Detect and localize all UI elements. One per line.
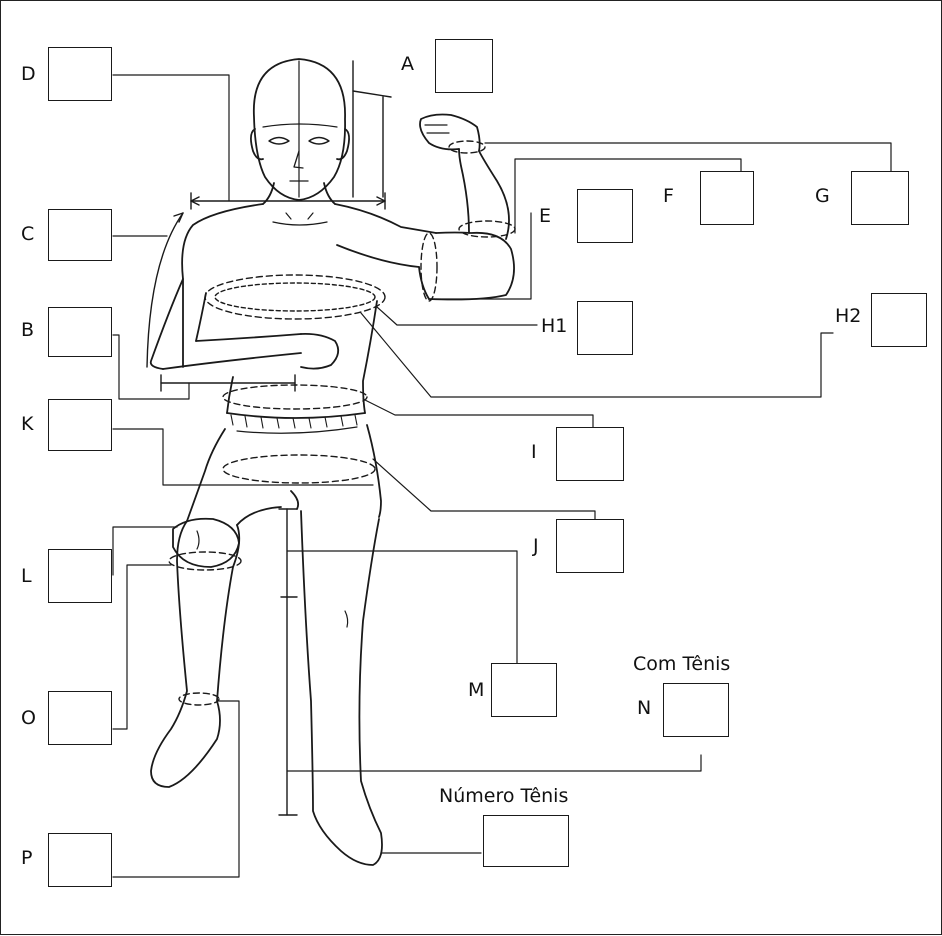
measurement-label-c: C — [21, 223, 35, 245]
measurement-box-b[interactable] — [48, 307, 112, 357]
measurement-label-i: I — [531, 441, 537, 463]
measurement-label-o: O — [21, 707, 36, 729]
measurement-box-d[interactable] — [48, 47, 112, 101]
measurement-box-n[interactable] — [663, 683, 729, 737]
measurement-label-n: N — [637, 697, 652, 719]
body-outline — [149, 58, 515, 866]
measurement-box-l[interactable] — [48, 549, 112, 603]
measurement-box-c[interactable] — [48, 209, 112, 261]
measurement-box-g[interactable] — [851, 171, 909, 225]
measurement-box-shoe[interactable] — [483, 815, 569, 867]
measurement-label-m: M — [468, 679, 485, 701]
measurement-label-e: E — [539, 205, 552, 227]
measurement-label-g: G — [815, 185, 830, 207]
measurement-box-o[interactable] — [48, 691, 112, 745]
measurement-box-f[interactable] — [700, 171, 754, 225]
measurement-label-l: L — [21, 565, 32, 587]
measurement-box-i[interactable] — [556, 427, 624, 481]
measurement-box-p[interactable] — [48, 833, 112, 887]
measurement-label-k: K — [21, 413, 34, 435]
measurement-box-m[interactable] — [491, 663, 557, 717]
dimension-arrows — [146, 60, 392, 816]
leader-lines — [112, 74, 892, 878]
measurement-label-h2: H2 — [835, 305, 862, 327]
measurement-label-h1: H1 — [541, 315, 568, 337]
measurement-label-a: A — [401, 53, 414, 75]
measurement-label-b: B — [21, 319, 35, 341]
measurement-caption-n: Com Tênis — [633, 653, 731, 675]
measurement-box-k[interactable] — [48, 399, 112, 451]
measurement-caption-shoe: Número Tênis — [439, 785, 569, 807]
measurement-label-f: F — [663, 185, 674, 207]
circumference-rings — [168, 140, 516, 706]
measurement-box-h2[interactable] — [871, 293, 927, 347]
measurement-box-a[interactable] — [435, 39, 493, 93]
measurement-label-p: P — [21, 847, 33, 869]
measurement-label-j: J — [533, 535, 539, 557]
measurement-box-e[interactable] — [577, 189, 633, 243]
measurement-box-j[interactable] — [556, 519, 624, 573]
measurement-box-h1[interactable] — [577, 301, 633, 355]
measurement-label-d: D — [21, 63, 36, 85]
